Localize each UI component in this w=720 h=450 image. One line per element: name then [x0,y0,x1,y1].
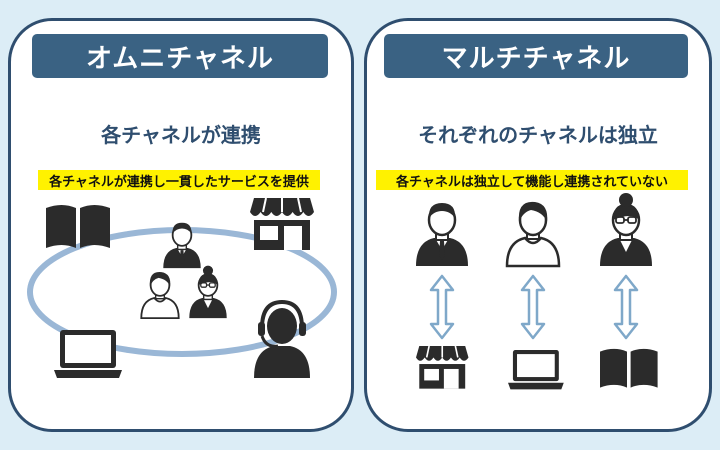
book-icon [46,205,110,248]
omnichannel-subtitle: 各チャネルが連携 [101,122,261,147]
multichannel-subtitle: それぞれのチャネルは独立 [418,122,658,147]
customer-icon [414,201,470,268]
double-arrow-icon [520,274,546,340]
omnichannel-title: オムニチャネル [32,34,328,78]
customer-icon [598,191,654,268]
customer-icon [505,200,561,268]
book-icon [600,348,658,388]
laptop-icon [508,350,564,390]
double-arrow-icon [429,274,455,340]
store-icon [249,197,315,251]
omnichannel-description: 各チャネルが連携し一貫したサービスを提供 [38,170,320,190]
store-icon [415,345,470,390]
multichannel-title: マルチチャネル [384,34,688,78]
laptop-icon [54,330,122,378]
headset-operator-icon [254,299,310,378]
customer-icon [188,264,228,320]
customer-icon [140,271,180,320]
multichannel-description: 各チャネルは独立して機能し連携されていない [376,170,688,190]
double-arrow-icon [613,274,639,340]
